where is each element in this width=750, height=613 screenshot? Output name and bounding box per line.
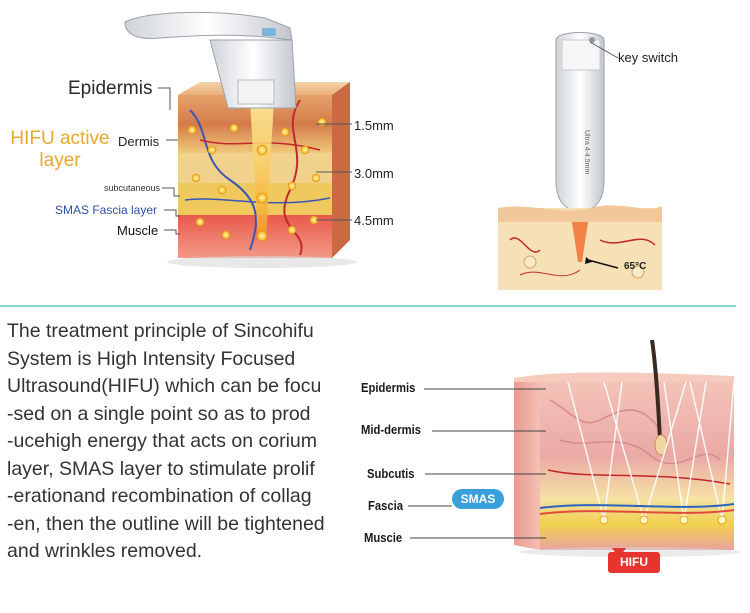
description-line: layer, SMAS layer to stimulate prolif bbox=[7, 457, 315, 480]
skin-section-right bbox=[498, 41, 662, 290]
label-hifu-active-layer: HIFU active layer bbox=[10, 128, 110, 172]
label-hifu-active-line1: HIFU active bbox=[10, 128, 110, 149]
label-dermis: Dermis bbox=[118, 134, 160, 149]
label-subcutaneous: subcutaneous bbox=[104, 183, 161, 193]
label-key-switch: key switch bbox=[618, 50, 678, 65]
description-line: System is High Intensity Focused bbox=[7, 347, 296, 370]
label-epidermis-bottom: Epidermis bbox=[361, 381, 416, 395]
hifu-badge: HIFU bbox=[608, 552, 660, 573]
description-line: -en, then the outline will be tightened bbox=[7, 512, 325, 535]
leader-lines-bottom bbox=[408, 388, 546, 539]
smas-badge: SMAS bbox=[452, 489, 504, 509]
label-depth-3-0mm: 3.0mm bbox=[354, 166, 394, 181]
cartridge-label: Ultra 4-4.5mm bbox=[583, 130, 590, 175]
label-depth-4-5mm: 4.5mm bbox=[354, 213, 394, 228]
label-depth-1-5mm: 1.5mm bbox=[354, 118, 394, 133]
description-line: Ultrasound(HIFU) which can be focu bbox=[7, 375, 322, 397]
hifu-handpiece-icon bbox=[124, 11, 297, 109]
description-line: and wrinkles removed. bbox=[7, 540, 203, 562]
label-hifu-active-line2: layer bbox=[39, 150, 81, 171]
label-mid-dermis: Mid-dermis bbox=[361, 423, 422, 437]
label-subcutis: Subcutis bbox=[367, 467, 415, 481]
description-text: The treatment principle of Sincohifu Sys… bbox=[7, 318, 367, 566]
label-epidermis-top: Epidermis bbox=[68, 78, 153, 99]
skin-layers-diagram bbox=[514, 339, 740, 558]
label-muscle: Muscle bbox=[117, 223, 159, 238]
description-line: -erationand recombination of collag bbox=[7, 485, 312, 507]
label-temperature: 65°C bbox=[624, 261, 647, 272]
label-muscie: Muscie bbox=[364, 531, 403, 545]
skin-cross-section-icon bbox=[167, 82, 357, 268]
label-smas-fascia: SMAS Fascia layer bbox=[55, 203, 158, 217]
leader-lines-left bbox=[158, 87, 352, 235]
label-fascia: Fascia bbox=[368, 499, 404, 513]
description-line: -ucehigh energy that acts on corium bbox=[7, 430, 318, 452]
description-line: The treatment principle of Sincohifu bbox=[7, 320, 314, 342]
description-line: -sed on a single point so as to prod bbox=[7, 402, 311, 425]
hifu-cartridge-icon: Ultra 4-4.5mm bbox=[555, 32, 605, 222]
